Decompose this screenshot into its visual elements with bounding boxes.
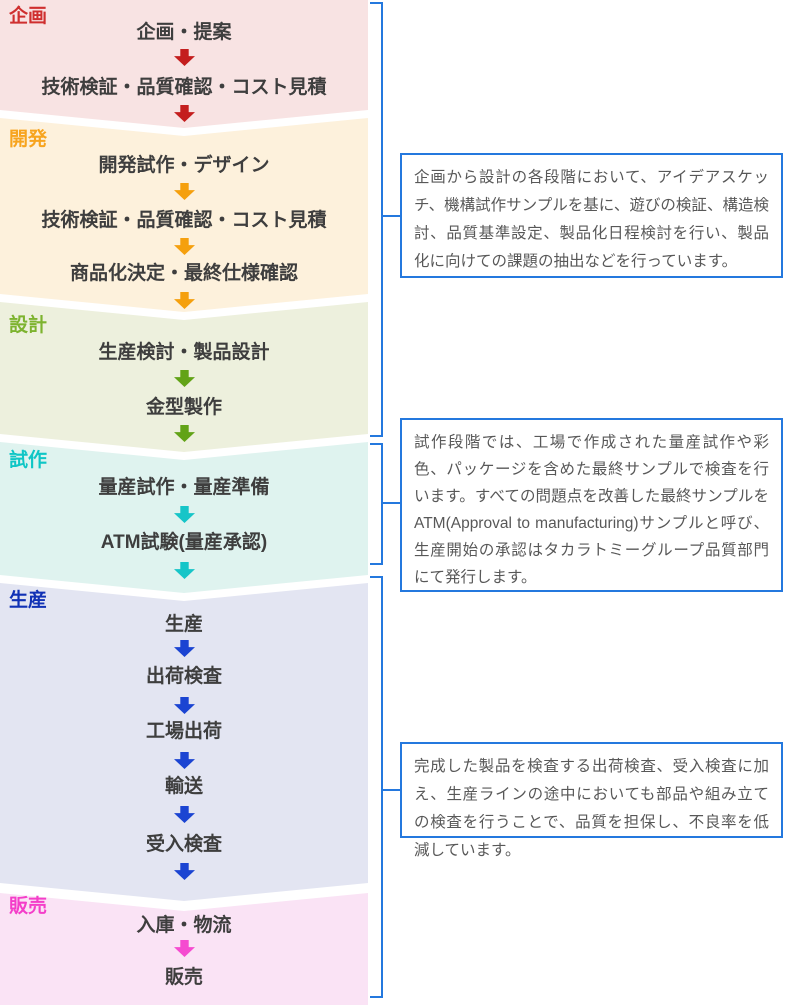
stage-label-development: 開発: [9, 129, 48, 150]
flow-step: 技術検証・品質確認・コスト見積: [41, 77, 327, 98]
flow-step: 工場出荷: [145, 721, 222, 742]
note-box-planning: 企画から設計の各段階において、アイデアスケッチ、機構試作サンプルを基に、遊びの検…: [400, 153, 783, 278]
band-production: [0, 583, 368, 901]
flow-step: 開発試作・デザイン: [98, 155, 270, 176]
flow-step: 商品化決定・最終仕様確認: [69, 263, 298, 284]
flow-step: 生産: [164, 614, 203, 635]
flow-step: 入庫・物流: [136, 915, 232, 936]
stage-label-design: 設計: [9, 315, 48, 336]
stage-label-planning: 企画: [9, 6, 48, 27]
bracket-tick: [370, 996, 383, 998]
bracket-connector: [383, 789, 400, 791]
bracket-line: [381, 2, 383, 437]
flow-step: 生産検討・製品設計: [98, 342, 270, 363]
note-box-production: 完成した製品を検査する出荷検査、受入検査に加え、生産ラインの途中においても部品や…: [400, 742, 783, 859]
bracket-connector: [383, 502, 400, 504]
bracket-tick: [370, 2, 383, 4]
flow-step: 出荷検査: [145, 666, 222, 687]
stage-label-production: 生産: [9, 590, 48, 611]
bracket-tick: [370, 576, 383, 578]
flow-step: 量産試作・量産準備: [98, 477, 270, 498]
bracket-tick: [370, 443, 383, 445]
bracket-tick: [370, 563, 383, 565]
flow-step: 金型製作: [145, 397, 222, 418]
flow-step: 技術検証・品質確認・コスト見積: [41, 210, 327, 231]
flow-step: 輸送: [164, 776, 203, 797]
bracket-line: [381, 576, 383, 998]
band-development: [0, 118, 368, 312]
stage-label-sales: 販売: [9, 896, 48, 917]
flow-step: 企画・提案: [136, 22, 232, 43]
note-box-prototype: 試作段階では、工場で作成された量産試作や彩色、パッケージを含めた最終サンプルで検…: [400, 418, 783, 592]
stage-label-prototype: 試作: [9, 450, 48, 471]
bracket-tick: [370, 435, 383, 437]
bracket-line: [381, 443, 383, 565]
flow-step: 販売: [164, 967, 203, 988]
flow-step: ATM試験(量産承認): [100, 532, 268, 553]
flow-step: 受入検査: [145, 834, 222, 855]
bracket-connector: [383, 215, 400, 217]
